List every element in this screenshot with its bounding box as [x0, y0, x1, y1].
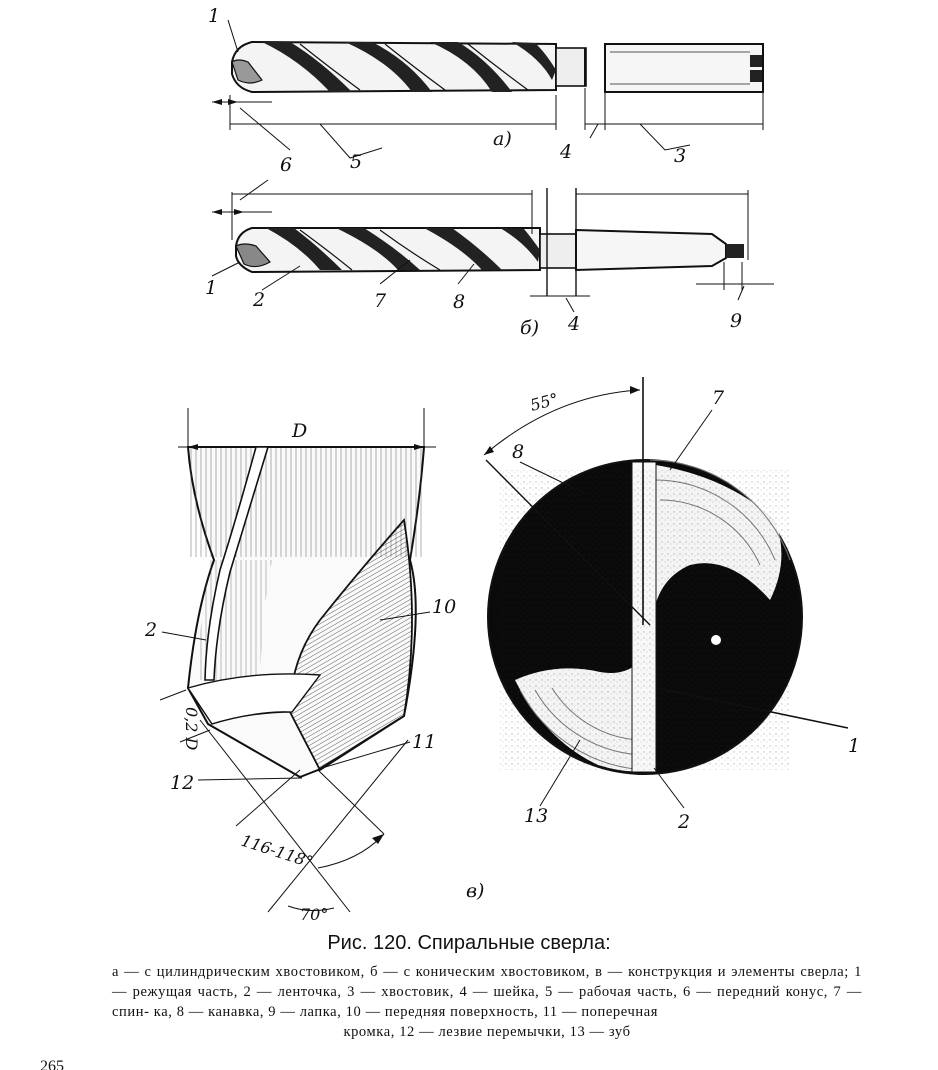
part-label-7-c: 7: [712, 387, 725, 409]
caption-line: а — с цилиндрическим хвостовиком, б — с …: [112, 964, 590, 980]
drill-diagram: а) б) в) D 0,2 D 55° 116-118° 70° 1 6 5 …: [144, 5, 860, 924]
caption-line: ка, 8 — канавка, 9 — лапка, 10 — передня…: [153, 1004, 659, 1020]
part-label-13: 13: [524, 805, 548, 827]
drill-a: [212, 19, 764, 159]
part-label-3: 3: [674, 145, 686, 167]
part-label-2-c: 2: [144, 619, 157, 641]
page-number: 265: [40, 1058, 64, 1070]
subfig-label-a: а): [493, 128, 512, 150]
subfig-label-c: в): [466, 880, 484, 902]
dimension-02d-label: 0,2 D: [182, 707, 201, 751]
part-label-8-c: 8: [512, 441, 524, 463]
drill-end-view: [483, 377, 849, 809]
subfig-label-b: б): [520, 317, 539, 339]
part-label-4-a: 4: [559, 141, 572, 163]
drill-b: [211, 179, 774, 313]
part-label-2-b: 2: [252, 289, 265, 311]
part-label-5: 5: [350, 151, 362, 173]
part-label-10: 10: [432, 596, 456, 618]
drill-side-view: [159, 408, 436, 913]
angle-70-label: 70°: [300, 905, 328, 924]
angle-55-label: 55°: [528, 389, 560, 415]
part-label-1-b: 1: [205, 277, 217, 299]
part-label-11-side: 11: [412, 731, 436, 753]
part-label-2-end: 2: [677, 811, 690, 833]
caption-line: в — конструкция и элементы сверла; 1 — р…: [112, 964, 862, 1000]
part-label-1-c: 1: [848, 735, 860, 757]
angle-116-118-label: 116-118°: [239, 831, 316, 872]
part-label-4-b: 4: [567, 313, 580, 335]
caption-line: кромка, 12 — лезвие перемычки, 13 — зуб: [343, 1024, 631, 1040]
part-label-1-a: 1: [208, 5, 220, 27]
figure-caption-body: а — с цилиндрическим хвостовиком, б — с …: [112, 962, 862, 1042]
part-label-7-b: 7: [374, 290, 387, 312]
part-label-9: 9: [730, 310, 742, 332]
part-label-12: 12: [170, 772, 194, 794]
dimension-d-label: D: [291, 420, 307, 442]
caption-line: 3 — хвостовик, 4 — шейка, 5 — рабочая ча…: [112, 984, 863, 1020]
part-label-6-a: 6: [280, 154, 292, 176]
figure-caption-title: Рис. 120. Спиральные сверла:: [327, 932, 611, 954]
labels: а) б) в) D 0,2 D 55° 116-118° 70° 1 6 5 …: [144, 5, 860, 924]
part-label-8-b: 8: [453, 291, 465, 313]
